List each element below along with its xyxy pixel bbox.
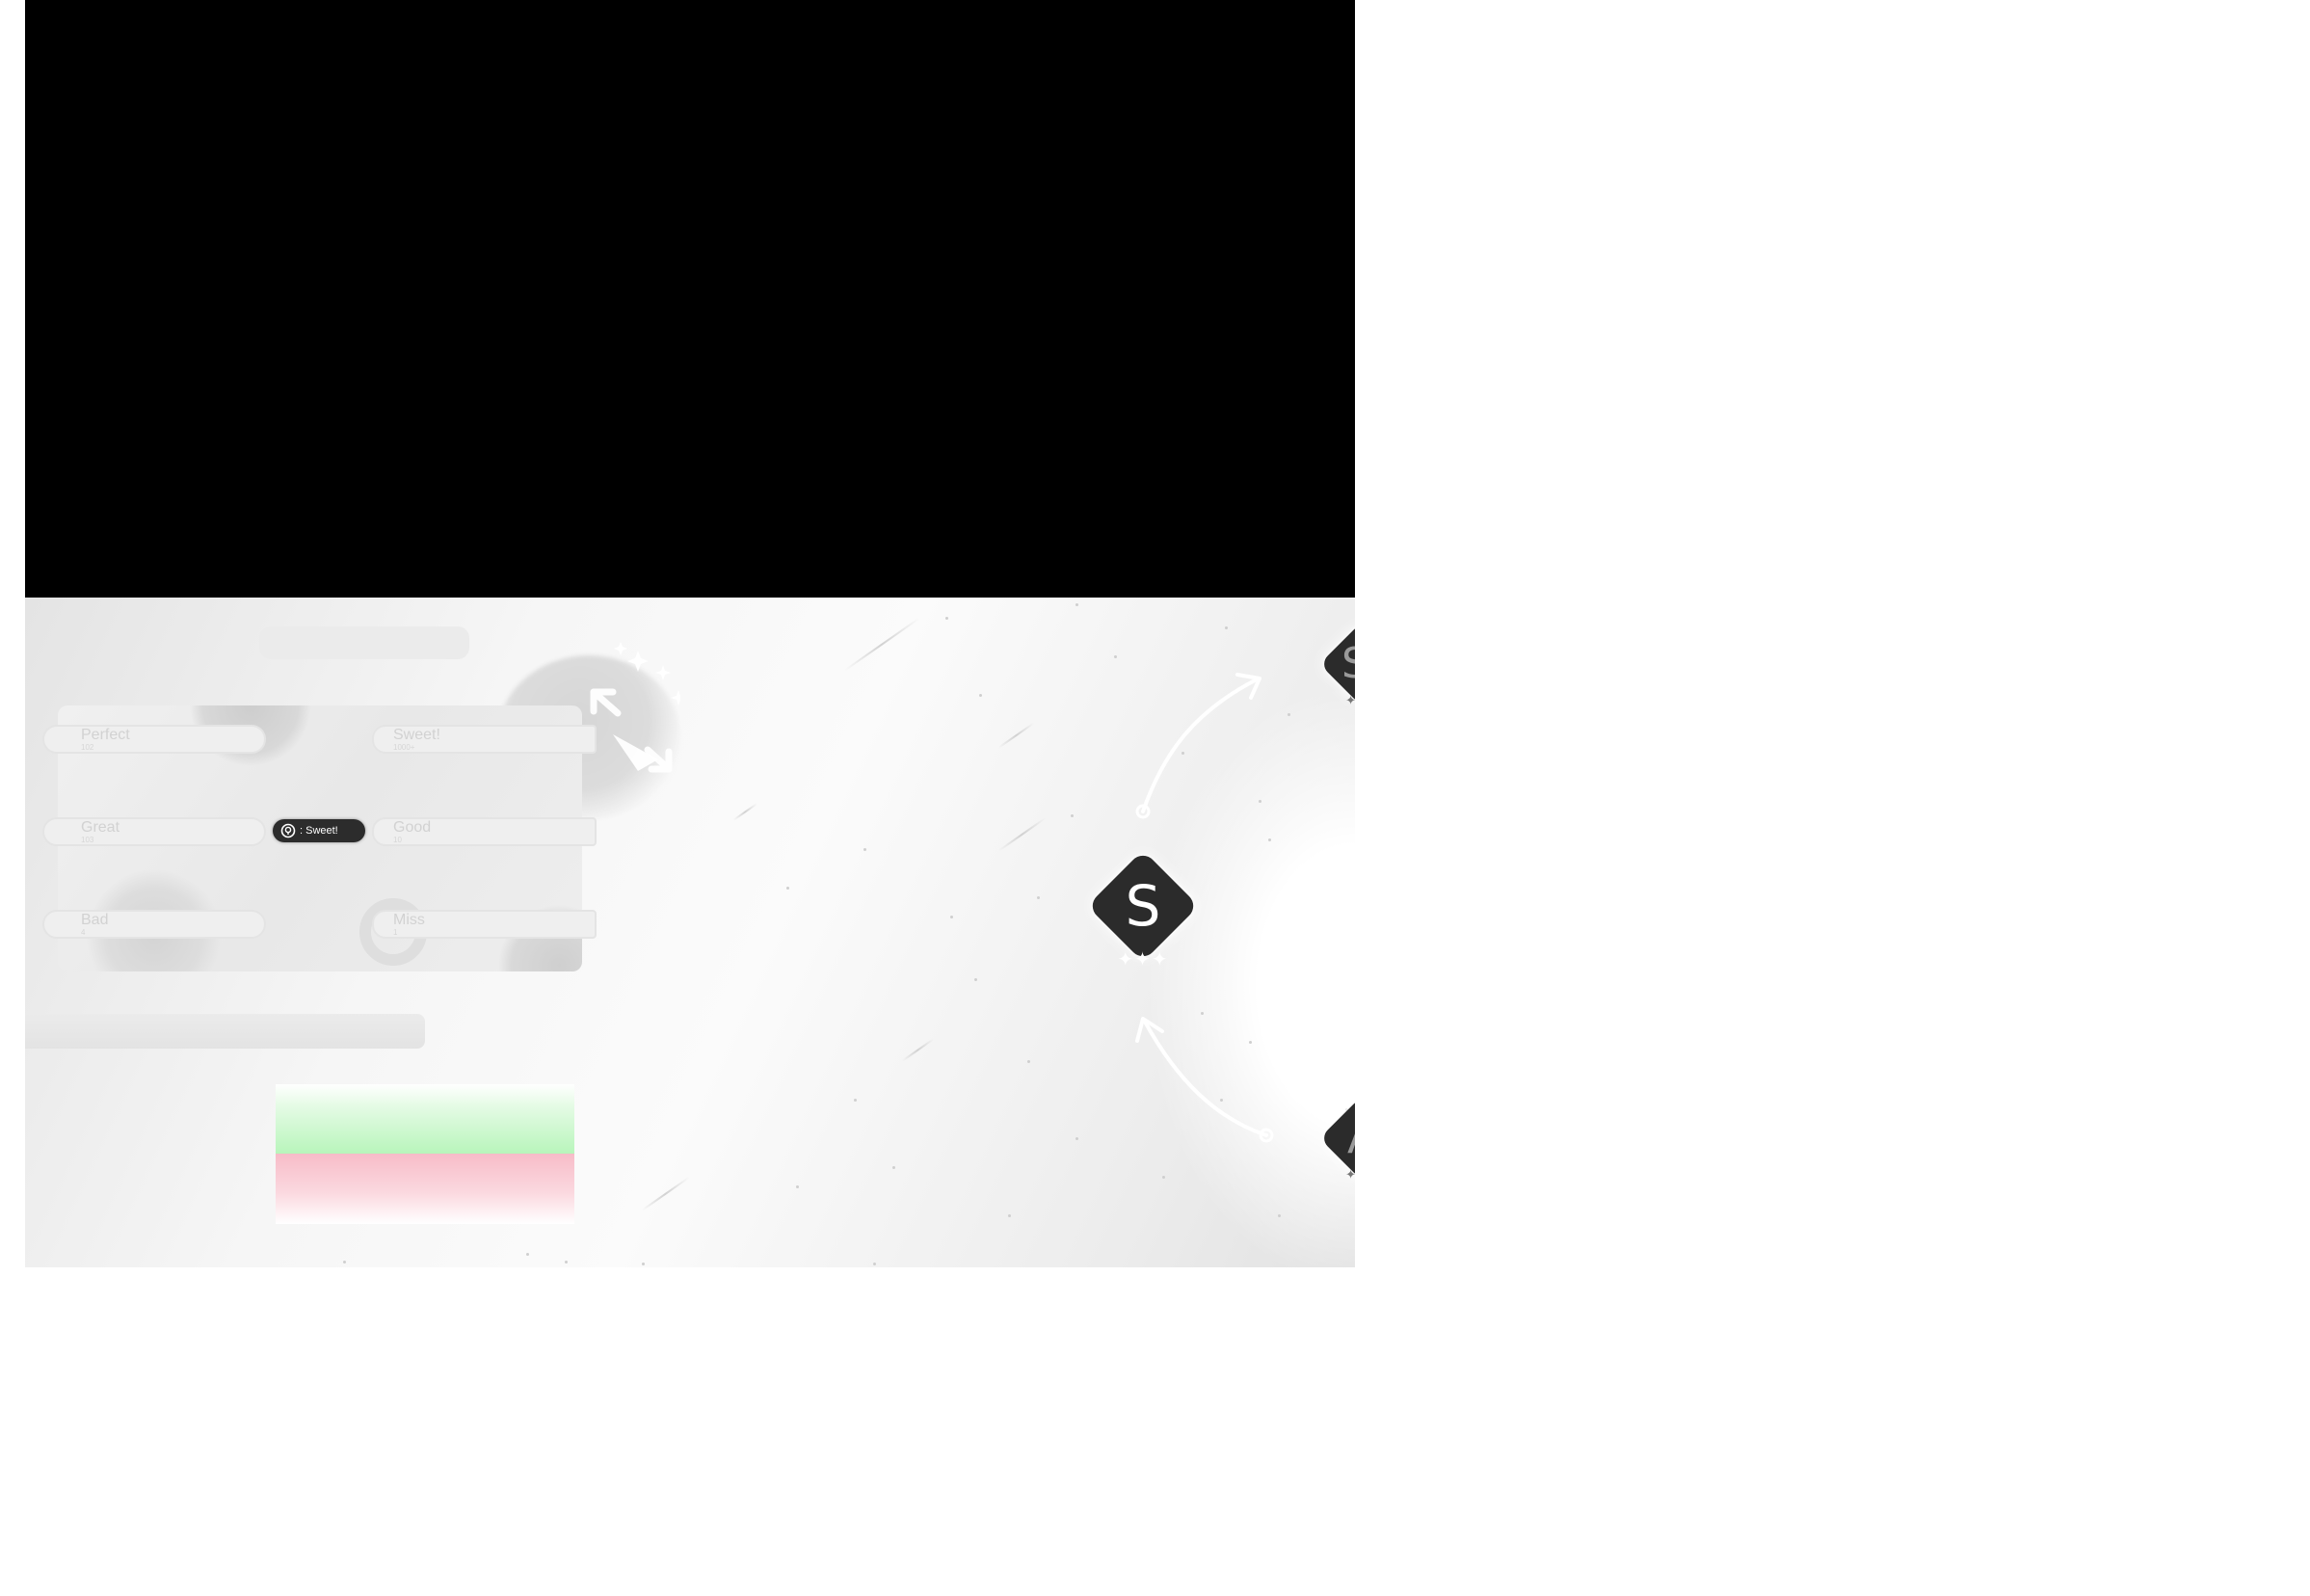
judgement-sweet-count: 1000+ [393, 743, 415, 752]
background-dust [1162, 1176, 1165, 1179]
background-dust [1114, 655, 1117, 658]
background-dust [974, 978, 977, 981]
background-dust [950, 916, 953, 918]
rank-upper-stars-text: ✦✦✦ [1345, 694, 1355, 708]
rank-current: S ✦✦✦ [1083, 846, 1203, 981]
title-bar [259, 626, 469, 659]
background-dust [1075, 603, 1078, 606]
background-dust [1182, 752, 1184, 755]
rank-lower: A ✦✦✦ [1317, 1094, 1355, 1190]
background-dust [526, 1253, 529, 1256]
rank-arrows [1135, 673, 1274, 1143]
background-dust [863, 848, 866, 851]
background-dust [1201, 1012, 1204, 1015]
judgement-great: Great 103 [42, 817, 266, 846]
rank-upper: S + ✦✦✦ [1317, 620, 1355, 716]
circle-icon [280, 823, 296, 838]
background-dust [343, 1261, 346, 1264]
arrow-up-head-icon [1235, 673, 1261, 700]
arrow-up-start-dot [1135, 804, 1151, 819]
background-dust [1008, 1214, 1011, 1217]
background-dust [1225, 626, 1228, 629]
arrow-down-head-icon [1135, 1017, 1164, 1043]
judgement-good-label: Good [393, 819, 432, 836]
background-dust [1037, 896, 1040, 899]
background-dust [1071, 814, 1074, 817]
video-letterbox [25, 0, 1355, 598]
background-dust [854, 1099, 857, 1102]
arrow-down-path [1143, 1020, 1268, 1137]
result-panel: Perfect 102 Sweet! 1000+ Great 103 Good … [25, 598, 1355, 1267]
judgement-bad-count: 4 [81, 928, 86, 937]
arrow-down-start-dot [1259, 1128, 1274, 1143]
judgement-miss: Miss 1 [372, 910, 597, 939]
burst-icon [590, 642, 680, 773]
background-dust [1220, 1099, 1223, 1102]
judgement-good: Good 10 [372, 817, 597, 846]
rank-current-letter-text: S [1125, 873, 1161, 939]
background-dust [1075, 1137, 1078, 1140]
rank-current-stars-text: ✦✦✦ [1117, 947, 1169, 971]
rank-lower-stars-text: ✦✦✦ [1345, 1168, 1355, 1183]
judgement-perfect-count: 102 [81, 743, 94, 752]
background-dust [1268, 838, 1271, 841]
judgement-miss-label: Miss [393, 912, 425, 928]
judgement-bad-label: Bad [81, 912, 109, 928]
background-dust [979, 694, 982, 697]
score-gauge [276, 1084, 574, 1224]
gauge-red-zone [276, 1154, 574, 1224]
background-dust [1249, 1041, 1252, 1044]
background-dust [892, 1166, 895, 1169]
rank-current-letter: S [1083, 871, 1203, 941]
arrow-up-path [1141, 678, 1259, 813]
rank-upper-letter-text: S [1341, 639, 1355, 688]
background-dust [873, 1263, 876, 1265]
rank-lower-stars: ✦✦✦ [1333, 1169, 1355, 1183]
judgement-miss-count: 1 [393, 928, 398, 937]
background-dust [1259, 800, 1261, 803]
judgement-sweet: Sweet! 1000+ [372, 725, 597, 754]
background-dust [796, 1185, 799, 1188]
sweet-tooltip-text: : Sweet! [300, 825, 338, 837]
judgement-bad: Bad 4 [42, 910, 266, 939]
rank-lower-letter: A [1317, 1112, 1355, 1166]
sweet-tooltip: : Sweet! [273, 819, 365, 842]
rank-upper-letter: S [1331, 637, 1355, 691]
rank-current-stars: ✦✦✦ [1083, 948, 1203, 970]
background-dust [945, 617, 948, 620]
background-dust [642, 1263, 645, 1265]
bottom-bar [25, 1014, 425, 1049]
background-dust [786, 887, 789, 890]
judgement-perfect: Perfect 102 [42, 725, 266, 754]
background-dust [565, 1261, 568, 1264]
judgement-good-count: 10 [393, 836, 402, 844]
judgement-sweet-label: Sweet! [393, 727, 440, 743]
gauge-green-zone [276, 1084, 574, 1154]
rank-upper-stars: ✦✦✦ [1333, 695, 1355, 708]
judgement-great-count: 103 [81, 836, 94, 844]
background-dust [1278, 1214, 1281, 1217]
background-dust [1027, 1060, 1030, 1063]
judgement-perfect-label: Perfect [81, 727, 130, 743]
rank-lower-letter-text: A [1347, 1114, 1355, 1163]
background-dust [1288, 713, 1290, 716]
judgement-great-label: Great [81, 819, 120, 836]
